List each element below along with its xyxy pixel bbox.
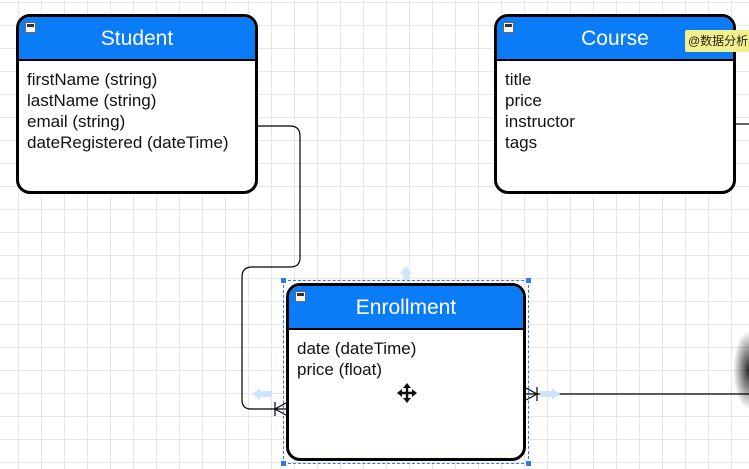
connect-arrow-right-icon[interactable] bbox=[540, 388, 560, 400]
attribute-item[interactable]: title bbox=[505, 70, 532, 89]
connect-arrow-left-icon[interactable] bbox=[252, 388, 272, 400]
attribute-item[interactable]: firstName (string) bbox=[27, 70, 158, 89]
collapse-icon[interactable] bbox=[295, 291, 306, 302]
entity-enrollment-header[interactable]: Enrollment bbox=[289, 286, 523, 330]
entity-student-header[interactable]: Student bbox=[19, 17, 255, 61]
entity-student-title: Student bbox=[100, 27, 174, 50]
attribute-item[interactable]: price (float) bbox=[297, 360, 383, 379]
attribute-item[interactable]: instructor bbox=[505, 112, 575, 131]
attribute-item[interactable]: price bbox=[505, 91, 542, 110]
entity-enrollment[interactable]: Enrollment date (dateTime) price (float) bbox=[286, 283, 526, 461]
watermark-label: @数据分析 bbox=[685, 30, 749, 52]
attribute-item[interactable]: date (dateTime) bbox=[297, 339, 417, 358]
entity-course-title: Course bbox=[581, 27, 649, 50]
edge-overlay bbox=[733, 330, 749, 410]
entity-student[interactable]: Student firstName (string) lastName (str… bbox=[16, 14, 258, 194]
attribute-item[interactable]: email (string) bbox=[27, 112, 126, 131]
entity-enrollment-attributes: date (dateTime) price (float) bbox=[289, 330, 523, 380]
attribute-item[interactable]: dateRegistered (dateTime) bbox=[27, 133, 229, 152]
attribute-item[interactable]: tags bbox=[505, 133, 538, 152]
connect-arrow-up-icon[interactable] bbox=[400, 266, 412, 280]
entity-enrollment-title: Enrollment bbox=[355, 296, 457, 319]
crow-foot-enrollment-left bbox=[274, 402, 287, 416]
move-cross-icon[interactable] bbox=[397, 383, 417, 403]
collapse-icon[interactable] bbox=[503, 22, 514, 33]
attribute-item[interactable]: lastName (string) bbox=[27, 91, 157, 110]
connector-student-enrollment[interactable] bbox=[241, 125, 301, 410]
crow-foot-enrollment-right bbox=[525, 387, 538, 401]
entity-student-attributes: firstName (string) lastName (string) ema… bbox=[19, 61, 255, 153]
entity-course-attributes: title price instructor tags bbox=[497, 61, 733, 153]
collapse-icon[interactable] bbox=[25, 22, 36, 33]
